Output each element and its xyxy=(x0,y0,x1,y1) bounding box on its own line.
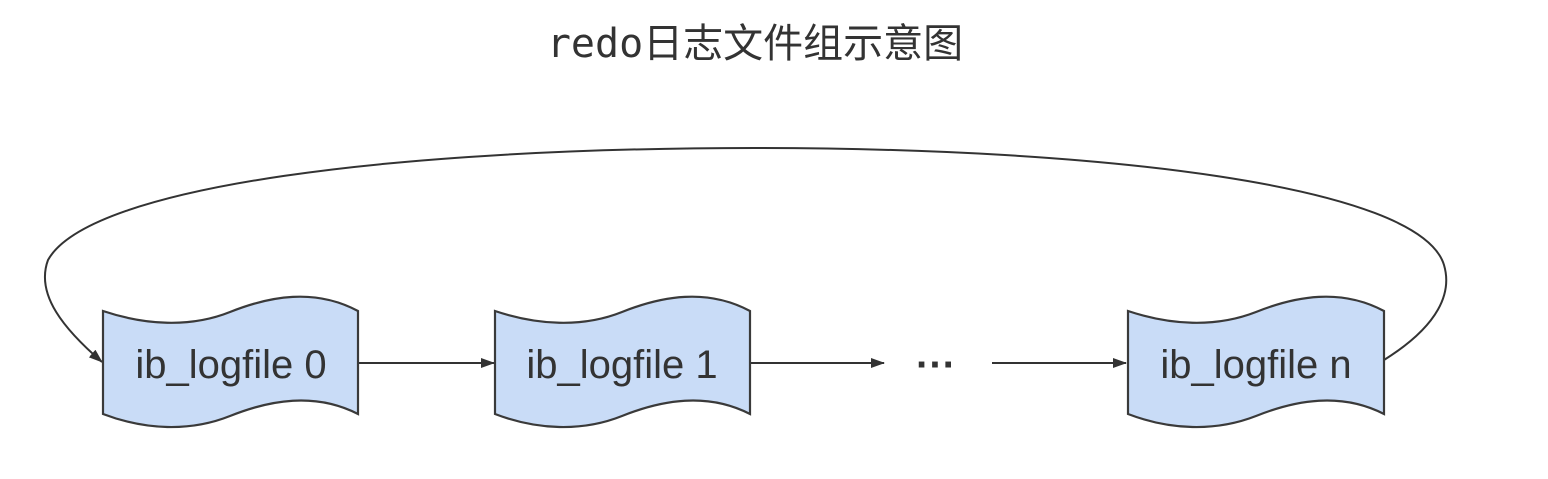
node-ib-logfile-n: ib_logfile n xyxy=(1126,295,1386,429)
node-ib-logfile-0: ib_logfile 0 xyxy=(101,295,360,429)
node-label: ib_logfile 1 xyxy=(526,343,717,387)
document-shape xyxy=(101,295,360,429)
ellipsis-marker: ··· xyxy=(916,343,956,387)
node-label: ib_logfile 0 xyxy=(135,343,326,387)
node-label: ib_logfile n xyxy=(1160,343,1351,387)
edge-file-n-to-file-0 xyxy=(43,146,1448,363)
document-shape xyxy=(1126,295,1386,429)
node-ib-logfile-1: ib_logfile 1 xyxy=(493,295,752,429)
document-shape xyxy=(493,295,752,429)
diagram-title: redo日志文件组示意图 xyxy=(547,21,963,67)
